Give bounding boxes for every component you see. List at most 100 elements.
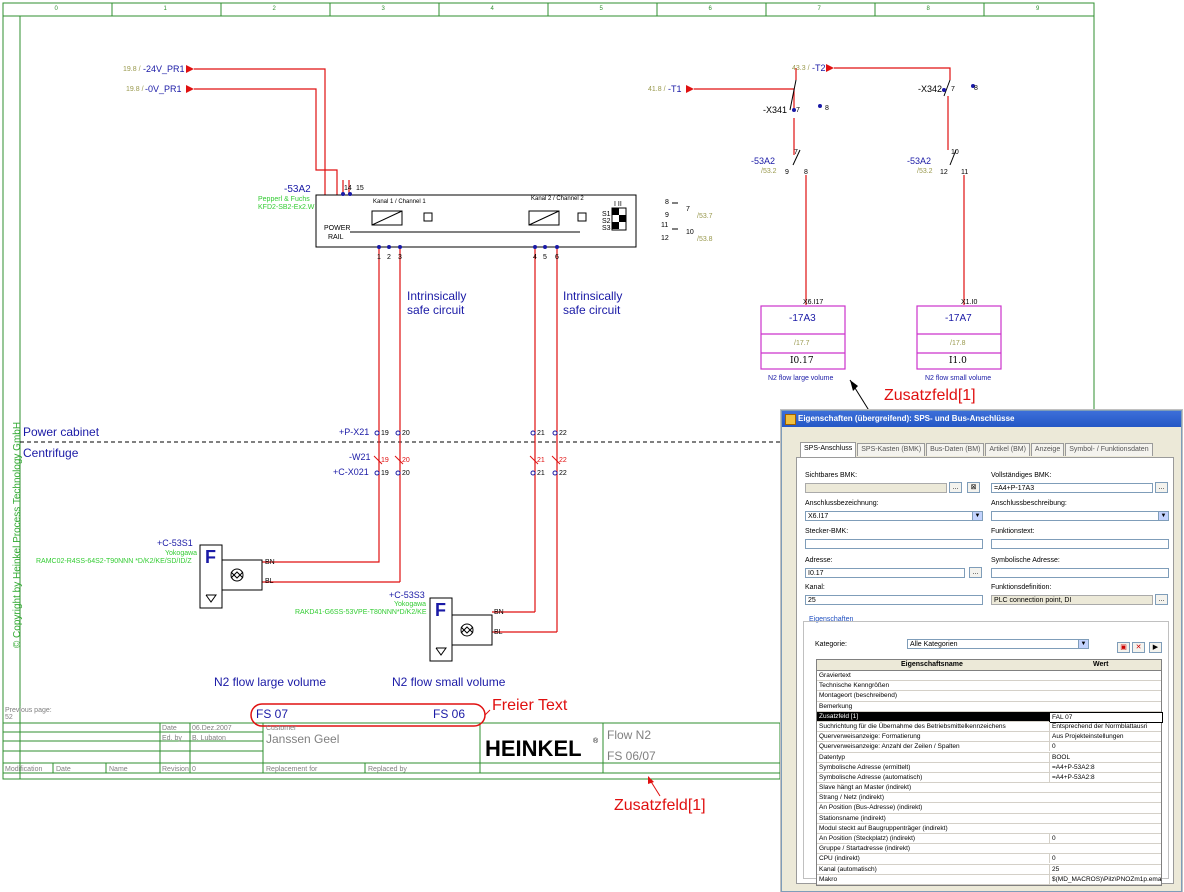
- tab-bus-daten-bm[interactable]: Bus-Daten (BM): [926, 443, 985, 456]
- sichtbares-bmk-field[interactable]: [805, 483, 947, 493]
- sichtbares-bmk-browse[interactable]: ...: [949, 482, 962, 493]
- property-row[interactable]: Strang / Netz (indirekt): [817, 793, 1161, 804]
- property-row[interactable]: Graviertext: [817, 671, 1161, 682]
- switch-s1: S1: [602, 211, 611, 218]
- property-row[interactable]: Suchrichtung für die Übernahme des Betri…: [817, 721, 1162, 733]
- contact-12: 12: [661, 235, 669, 242]
- px21-19: 19: [381, 430, 389, 437]
- annotation-zusatzfeld-bottom: Zusatzfeld[1]: [614, 797, 706, 814]
- tab-sps-anschluss[interactable]: SPS-Anschluss: [800, 442, 857, 457]
- column-number: 9: [1036, 6, 1040, 12]
- property-name: Querverweisanzeige: Anzahl der Zeilen / …: [819, 743, 960, 751]
- anschlussbez-combo[interactable]: X6.I17 ▼: [805, 511, 983, 521]
- vollst-bmk-browse[interactable]: ...: [1155, 482, 1168, 493]
- kategorie-combo[interactable]: Alle Kategorien▼: [907, 639, 1089, 649]
- funktionstext-field[interactable]: [991, 539, 1169, 549]
- safe-circuit-1a: Intrinsically: [407, 289, 467, 303]
- property-value[interactable]: 25: [1049, 864, 1162, 874]
- vollst-bmk-field[interactable]: =A4+P-17A3: [991, 483, 1153, 493]
- kanal-field[interactable]: 25: [805, 595, 983, 605]
- sichtbares-bmk-label: Sichtbares BMK:: [805, 472, 858, 479]
- chevron-down-icon[interactable]: ▼: [972, 512, 982, 520]
- property-value[interactable]: =A4+P-53A2:8: [1049, 762, 1162, 772]
- property-value[interactable]: Entsprechend der Normblattausri: [1049, 721, 1162, 731]
- funktionsdef-label: Funktionsdefinition:: [991, 584, 1052, 591]
- terminal-dots: [341, 192, 559, 249]
- property-row[interactable]: Gruppe / Startadresse (indirekt): [817, 844, 1161, 855]
- property-name: Slave hängt an Master (indirekt): [819, 784, 912, 792]
- property-row[interactable]: An Position (Steckplatz) (indirekt)0: [817, 834, 1162, 845]
- px21-label: +P-X21: [339, 427, 370, 437]
- tab-symbol-funktionsdaten[interactable]: Symbol- / Funktionsdaten: [1065, 443, 1153, 456]
- anschlussbez-value: X6.I17: [808, 513, 829, 520]
- chevron-down-icon[interactable]: ▼: [1078, 640, 1088, 648]
- contact-10: 10: [686, 229, 694, 236]
- dialog-title: Eigenschaften (übergreifend): SPS- und B…: [798, 414, 1015, 423]
- supply-arrows: [186, 64, 834, 93]
- property-value[interactable]: $(MD_MACROS)\Pilz\PNOZm1p.ema: [1049, 874, 1162, 884]
- barrier-box: [315, 194, 637, 248]
- tab-panel: Sichtbares BMK: ... ⊠ Vollständiges BMK:…: [796, 457, 1174, 886]
- tab-anzeige[interactable]: Anzeige: [1030, 443, 1065, 456]
- property-value[interactable]: 0: [1049, 742, 1162, 752]
- property-row[interactable]: Bemerkung: [817, 702, 1161, 712]
- k1-tag: -53A2: [751, 156, 776, 166]
- property-row[interactable]: Symbolische Adresse (automatisch)=A4+P-5…: [817, 772, 1162, 784]
- property-row[interactable]: CPU (indirekt)0: [817, 854, 1162, 865]
- sichtbares-bmk-clear[interactable]: ⊠: [967, 482, 980, 493]
- contact-8: 8: [665, 199, 669, 206]
- vollst-bmk-label: Vollständiges BMK:: [991, 472, 1052, 479]
- anschlussbeschr-combo[interactable]: ▼: [991, 511, 1169, 521]
- property-value[interactable]: BOOL: [1049, 752, 1162, 762]
- funktionsdef-browse[interactable]: ...: [1155, 594, 1168, 605]
- property-row[interactable]: Modul steckt auf Baugruppenträger (indir…: [817, 824, 1161, 834]
- property-row[interactable]: Montageort (beschreibend): [817, 691, 1161, 702]
- property-row[interactable]: Slave hängt an Master (indirekt): [817, 783, 1161, 794]
- property-row[interactable]: Kanal (automatisch)25: [817, 864, 1162, 875]
- scroll-right-button[interactable]: ▶: [1149, 642, 1162, 653]
- adresse-browse[interactable]: ...: [969, 567, 982, 578]
- property-row[interactable]: Technische Kenngrößen: [817, 681, 1161, 692]
- x341-7: 7: [796, 107, 800, 114]
- tab-sps-kasten-bmk[interactable]: SPS-Kasten (BMK): [857, 443, 926, 456]
- chevron-down-icon[interactable]: ▼: [1158, 512, 1168, 520]
- funktionsdef-field[interactable]: PLC connection point, DI: [991, 595, 1153, 605]
- stecker-field[interactable]: [805, 539, 983, 549]
- barrier-type: KFD2-SB2-Ex2.W: [258, 204, 315, 211]
- annotation-freier-text: Freier Text: [492, 697, 568, 714]
- property-value[interactable]: FAL 07: [1049, 711, 1163, 723]
- sensor2-caption: N2 flow small volume: [392, 675, 506, 689]
- column-number: 5: [599, 6, 603, 12]
- property-row[interactable]: Symbolische Adresse (ermittelt)=A4+P-53A…: [817, 762, 1162, 773]
- property-name: Modul steckt auf Baugruppenträger (indir…: [819, 824, 948, 832]
- property-row[interactable]: Zusatzfeld [1]FAL 07: [817, 711, 1163, 723]
- barrier-maker: Pepperl & Fuchs: [258, 196, 310, 203]
- adresse-field[interactable]: I0.17: [805, 568, 965, 578]
- k2-11: 11: [961, 169, 969, 176]
- plc2-desc: N2 flow small volume: [925, 375, 992, 382]
- new-property-button[interactable]: ▣: [1117, 642, 1130, 653]
- tab-artikel-bm[interactable]: Artikel (BM): [985, 443, 1030, 456]
- contact-11: 11: [661, 222, 669, 229]
- plc1-tag: -17A3: [789, 313, 816, 324]
- w21-21: 21: [537, 457, 545, 464]
- property-row[interactable]: Querverweisanzeige: Anzahl der Zeilen / …: [817, 742, 1162, 753]
- property-row[interactable]: Datentyp BOOL: [817, 752, 1162, 763]
- property-row[interactable]: Makro$(MD_MACROS)\Pilz\PNOZm1p.ema: [817, 874, 1162, 885]
- property-value[interactable]: 0: [1049, 834, 1162, 843]
- property-row[interactable]: Stationsname (indirekt): [817, 814, 1161, 824]
- cx021-19: 19: [381, 470, 389, 477]
- sensor1-bn: BN: [265, 559, 275, 566]
- property-name: Datentyp: [819, 753, 846, 761]
- contact-9: 9: [665, 212, 669, 219]
- p0-ref: 19.8 /: [126, 86, 144, 93]
- property-value[interactable]: Aus Projekteinstellungen: [1049, 732, 1162, 742]
- property-value[interactable]: =A4+P-53A2:8: [1049, 772, 1162, 782]
- property-value[interactable]: 0: [1049, 854, 1162, 864]
- plc2-tag: -17A7: [945, 313, 972, 324]
- delete-property-button[interactable]: ✕: [1132, 642, 1145, 653]
- symb-adresse-field[interactable]: [991, 568, 1169, 578]
- dialog-title-bar[interactable]: Eigenschaften (übergreifend): SPS- und B…: [782, 411, 1181, 427]
- property-row[interactable]: An Position (Bus-Adresse) (indirekt): [817, 803, 1161, 814]
